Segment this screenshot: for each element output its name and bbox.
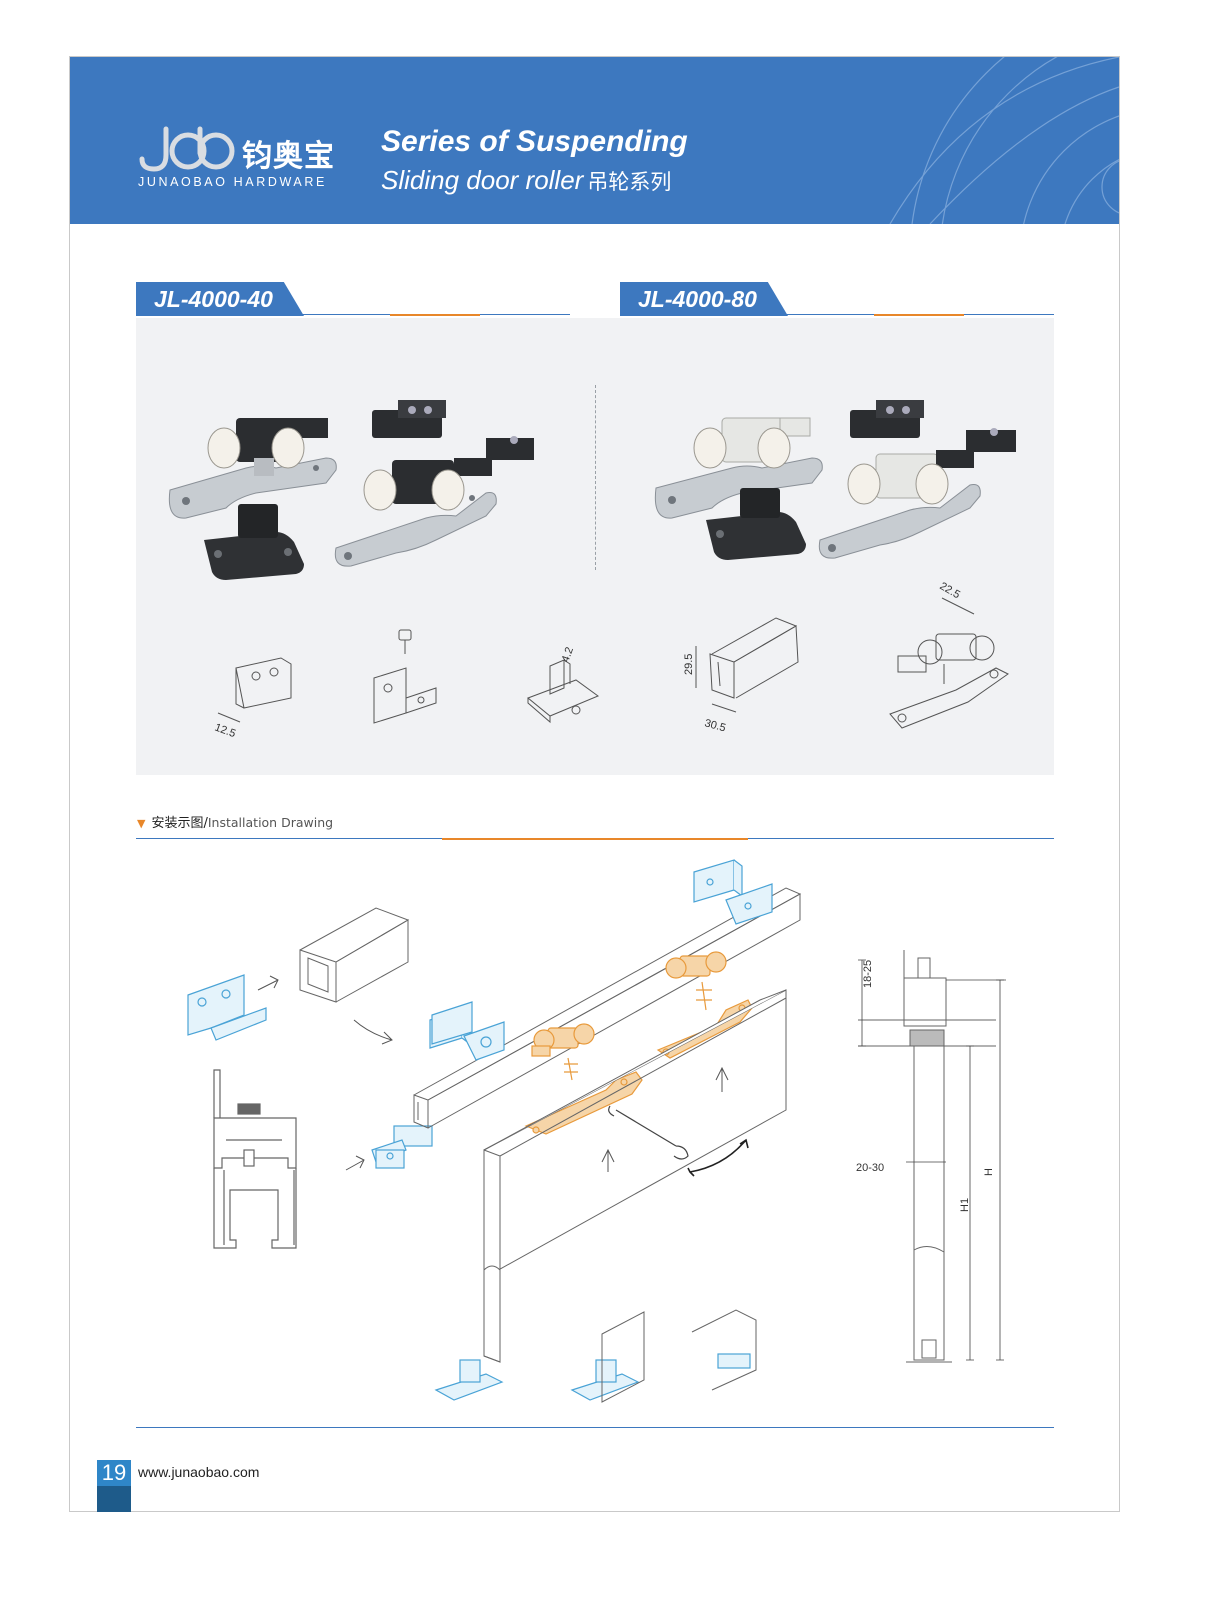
rotate-arrow-icon — [687, 1138, 749, 1177]
orange-roller-1-icon — [531, 1023, 595, 1081]
wall-bracket-icon — [187, 974, 267, 1041]
up-arrow-icon — [715, 1066, 729, 1092]
model-tab-1: JL-4000-40 — [136, 282, 304, 316]
header-decoration — [889, 57, 1119, 224]
orange-plate-1-icon — [524, 1071, 643, 1135]
black-floor-guide-right-icon — [706, 488, 806, 560]
wrench-icon — [608, 1105, 689, 1160]
white-roller-right-icon — [818, 428, 1016, 559]
door-bottom-icon — [483, 1270, 757, 1403]
guide-block-icon — [371, 1139, 407, 1169]
installation-label-sep: / — [203, 816, 208, 831]
product-photos: 12.5 4.2 29.5 30.5 22.5 — [168, 400, 1016, 741]
brand-name-en: JUNAOBAO HARDWARE — [138, 175, 327, 189]
floor-guide-1-icon — [434, 1359, 504, 1401]
model-underline-2a — [784, 314, 874, 315]
black-roller-right-icon — [334, 436, 534, 567]
black-floor-guide-left-icon — [204, 504, 304, 580]
dim-track-height: 29.5 — [683, 654, 695, 675]
model-underline-1c — [480, 314, 570, 315]
panel-divider — [595, 385, 596, 570]
section-underline-c — [748, 838, 1054, 839]
brand-name-cn: 钧奥宝 — [242, 139, 335, 174]
guide-bracket-drawing — [217, 657, 292, 723]
model-tab-2: JL-4000-80 — [620, 282, 788, 316]
header-banner: 钧奥宝 JUNAOBAO HARDWARE Series of Suspendi… — [70, 57, 1119, 224]
header-subtitle-en: Sliding door roller — [381, 165, 584, 195]
door-panel-icon — [483, 989, 787, 1363]
installation-label-cn: 安装示图 — [151, 816, 204, 831]
dim-guide-width: 12.5 — [213, 722, 237, 741]
dim-height-h: H — [983, 1168, 995, 1176]
track-profile-icon — [213, 1069, 297, 1249]
arrow-icon — [345, 1155, 365, 1171]
model-underline-1b — [390, 314, 480, 316]
floor-stop-drawing — [527, 659, 600, 724]
brand-logo-icon — [139, 126, 235, 172]
dim-door-thickness: 20-30 — [856, 1162, 884, 1174]
triangle-icon: ▼ — [137, 817, 146, 830]
black-guide-left-icon — [372, 400, 446, 438]
main-track-icon — [413, 887, 802, 1129]
model-underline-2c — [964, 314, 1054, 315]
footer-line — [136, 1427, 1054, 1428]
track-section-icon — [299, 907, 410, 1003]
arrow-icon — [353, 1019, 393, 1045]
section-underline-a — [136, 838, 442, 839]
model-underline-1a — [300, 314, 390, 315]
installation-label-en: Installation Drawing — [207, 815, 334, 830]
page-number: 19 — [97, 1460, 131, 1486]
dim-roller-width: 22.5 — [938, 580, 963, 601]
track-drawing — [695, 617, 799, 713]
section-underline-b — [442, 838, 748, 840]
black-roller-left-icon — [168, 418, 337, 519]
mounting-bracket-drawing — [373, 629, 437, 724]
header-subtitle-cn: 吊轮系列 — [587, 170, 672, 194]
installation-label: ▼ 安装示图/Installation Drawing — [137, 812, 333, 831]
black-guide-right-icon — [850, 400, 924, 438]
dimension-lines — [858, 959, 1006, 1361]
orange-roller-2-icon — [665, 951, 727, 1011]
model-underline-2b — [874, 314, 964, 316]
dim-stop-height: 4.2 — [560, 646, 577, 664]
installation-drawing: 18-25 20-30 H H1 — [187, 859, 1006, 1403]
arrow-icon — [257, 975, 279, 991]
top-bracket-icon — [693, 859, 773, 925]
dim-track-width: 30.5 — [703, 717, 727, 734]
white-roller-left-icon — [654, 417, 823, 519]
dim-height-h1: H1 — [959, 1198, 971, 1212]
header-title: Series of Suspending — [381, 125, 688, 158]
dim-gap-top: 18-25 — [862, 960, 874, 988]
mid-bracket-icon — [431, 1001, 505, 1061]
up-arrow-icon — [601, 1148, 615, 1172]
side-section-icon — [858, 950, 996, 1363]
floor-guide-2-icon — [570, 1359, 640, 1401]
page-number-tab — [97, 1486, 131, 1512]
floor-guide-3-icon — [717, 1353, 751, 1369]
roller-assembly-drawing — [889, 597, 1009, 729]
website-link[interactable]: www.junaobao.com — [138, 1464, 260, 1480]
